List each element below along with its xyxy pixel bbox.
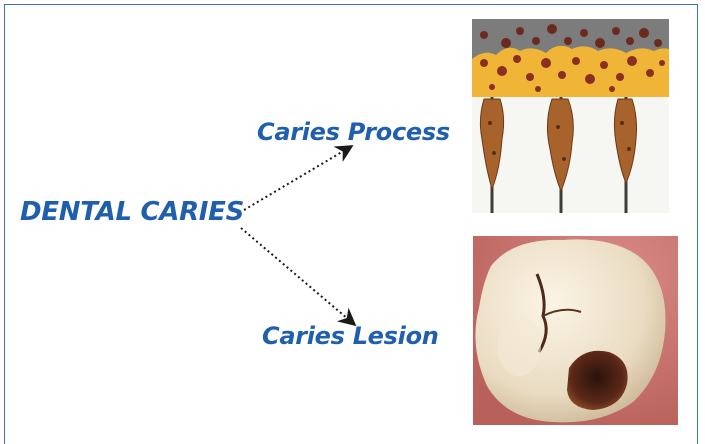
bacterial-plaque-illustration-icon: [472, 19, 669, 213]
arrow-to-caries-process: [244, 146, 352, 210]
carious-tooth-photo-icon: [473, 236, 678, 425]
arrow-to-caries-lesion: [241, 228, 355, 325]
